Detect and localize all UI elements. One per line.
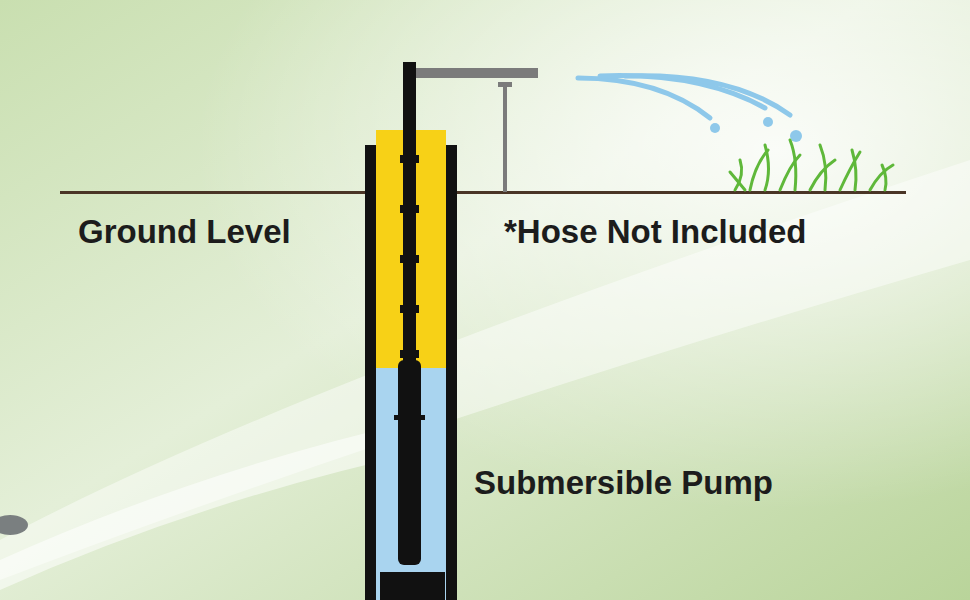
- ground-level-label: Ground Level: [78, 214, 291, 250]
- pump-body: [398, 360, 421, 565]
- well-bottom: [380, 572, 445, 600]
- pipe-elbow: [403, 62, 416, 80]
- outlet-pipe: [404, 68, 538, 78]
- water-stream: [578, 76, 790, 118]
- note-label: *Hose Not Included: [504, 214, 807, 250]
- grass-tuft: [730, 140, 893, 190]
- water-drops: [710, 117, 802, 142]
- well-casing: [446, 145, 457, 600]
- pump-intake: [394, 415, 425, 420]
- pump-label: Submersible Pump: [474, 465, 773, 501]
- pipe-support: [503, 84, 507, 192]
- well-casing: [365, 145, 376, 600]
- sprinkler-head: [0, 515, 28, 535]
- pipe-couplings: [400, 155, 419, 358]
- ground-line: [60, 191, 906, 194]
